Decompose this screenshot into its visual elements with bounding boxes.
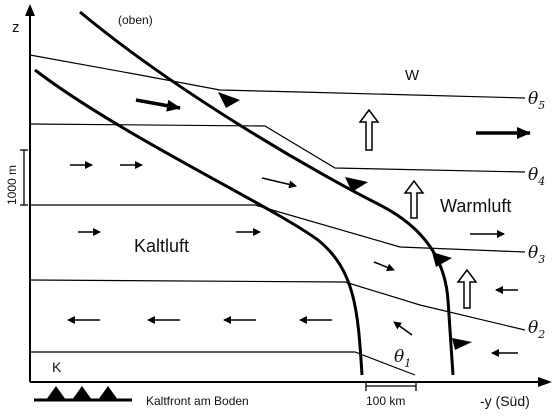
height-scale: 1000 m <box>5 149 28 206</box>
up-arrow-icon <box>456 268 478 309</box>
isentrope-3 <box>30 204 526 253</box>
rising-air-arrows <box>358 108 478 309</box>
z-axis-arrowhead <box>25 4 35 16</box>
isentrope-5-label: θ5 <box>528 89 545 112</box>
upper-frontal-surface <box>79 10 455 376</box>
z-axis-label: z <box>12 19 20 36</box>
label-warmluft: Warmluft <box>440 196 511 216</box>
wind-arrows <box>67 98 531 357</box>
width-scale: 100 km <box>365 381 417 408</box>
legend-front-barb <box>72 386 92 400</box>
isentrope-5 <box>29 54 526 99</box>
wind-arrow-icon <box>373 261 395 272</box>
legend-front-barb <box>98 386 118 400</box>
up-arrow-icon <box>358 108 380 151</box>
front-barb <box>345 177 368 192</box>
label-k: K <box>52 359 62 375</box>
isentrope-2 <box>29 279 526 331</box>
axes: z -y (Süd) <box>12 4 552 409</box>
legend: Kaltfront am Boden <box>34 386 249 408</box>
up-arrow-icon <box>403 179 425 219</box>
wind-arrow-icon <box>393 321 413 336</box>
front-barb <box>452 338 472 350</box>
isentrope-1-label: θ1 <box>394 347 411 370</box>
isentrope-labels: θ5 θ4 θ3 θ2 θ1 <box>394 89 545 370</box>
isentrope-1 <box>30 351 416 376</box>
label-kaltluft: Kaltluft <box>134 236 189 256</box>
legend-label: Kaltfront am Boden <box>146 394 249 408</box>
y-axis-label: -y (Süd) <box>480 393 530 409</box>
isentrope-3-label: θ3 <box>528 243 545 266</box>
y-axis-arrowhead <box>538 377 552 387</box>
diagram-labels: (oben) W Warmluft Kaltluft K <box>52 13 511 375</box>
label-oben: (oben) <box>118 13 153 27</box>
front-barb <box>432 252 452 267</box>
lower-frontal-surface <box>34 68 364 376</box>
legend-front-barb <box>46 386 66 400</box>
width-scale-label: 100 km <box>366 394 405 408</box>
isentropes <box>29 54 526 376</box>
height-scale-label: 1000 m <box>5 165 19 205</box>
isentrope-4 <box>29 123 526 173</box>
wind-arrow-icon <box>135 98 181 112</box>
isentrope-4-label: θ4 <box>528 165 545 188</box>
wind-arrow-icon <box>261 177 297 189</box>
label-w: W <box>405 67 420 84</box>
front-barb <box>218 92 240 108</box>
front-barbs <box>218 92 472 350</box>
isentrope-2-label: θ2 <box>528 318 545 341</box>
